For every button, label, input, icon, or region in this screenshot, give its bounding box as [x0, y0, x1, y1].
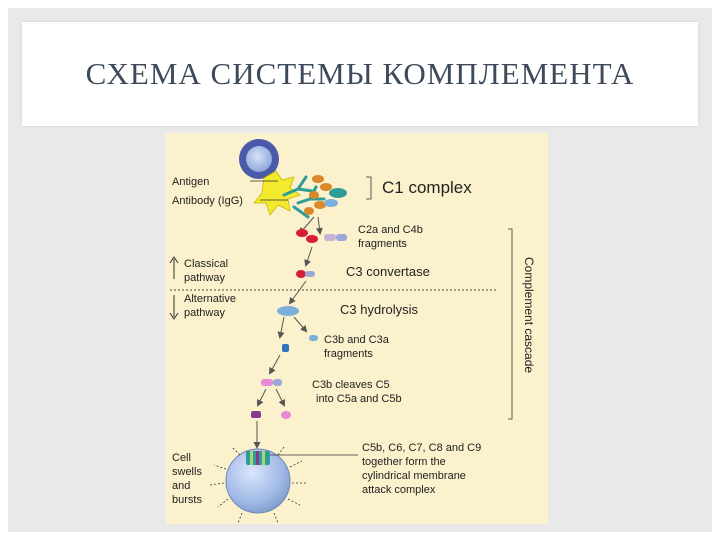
c1-complex-label: C1 complex — [382, 178, 472, 197]
alternative-pathway-arrow — [169, 295, 179, 320]
mac-label-line3: cylindrical membrane — [362, 470, 466, 482]
arrow-to-c3-hydrolysis — [288, 280, 307, 305]
cell-label-line1: Cell — [172, 452, 191, 464]
complement-cascade-label: Complement cascade — [522, 257, 536, 373]
arrow-to-c3a — [293, 316, 308, 333]
classical-pathway-arrow — [169, 256, 179, 279]
cell-label-line3: and — [172, 480, 190, 492]
antibody-label: Antibody (IgG) — [172, 195, 243, 207]
alternative-pathway-line1: Alternative — [184, 293, 236, 305]
title-box: СХЕМА СИСТЕМЫ КОМПЛЕМЕНТА — [22, 22, 698, 126]
membrane-attack-complex-icon — [246, 451, 270, 465]
mac-label-line2: together form the — [362, 456, 446, 468]
classical-pathway-line2: pathway — [184, 272, 225, 284]
c2a-c4b-label-line1: C2a and C4b — [358, 224, 423, 236]
arrow-to-c3-convertase — [304, 246, 313, 267]
c3b-c3a-label-line2: fragments — [324, 348, 373, 360]
c5-cleavage-icon — [261, 379, 282, 386]
c3b-c3a-fragments-icon — [282, 335, 318, 352]
arrow-to-c5b — [257, 388, 267, 407]
classical-pathway-line1: Classical — [184, 258, 228, 270]
antigen-cell — [239, 139, 279, 179]
c5a-c5b-fragments-icon — [251, 411, 291, 419]
arrow-to-c5-cleavage — [269, 354, 281, 375]
c3-convertase-label: C3 convertase — [346, 264, 430, 279]
c3-convertase-icon — [296, 270, 315, 278]
alternative-pathway-line2: pathway — [184, 307, 225, 319]
c1-complex-icon — [304, 175, 347, 215]
arrow-to-c5a — [275, 388, 285, 407]
cell-label-line2: swells — [172, 466, 202, 478]
slide-title: СХЕМА СИСТЕМЫ КОМПЛЕМЕНТА — [85, 56, 635, 91]
c3b-cleaves-label-line2: into C5a and C5b — [316, 393, 402, 405]
c3b-cleaves-label-line1: C3b cleaves C5 — [312, 379, 390, 391]
c2a-c4b-fragments-icon — [296, 229, 347, 243]
c3-hydrolysis-label: C3 hydrolysis — [340, 302, 419, 317]
arrow-to-c3b — [277, 316, 285, 339]
complement-diagram: Antigen Antibody (IgG) C1 complex C2a an… — [166, 133, 548, 524]
mac-label-line1: C5b, C6, C7, C8 and C9 — [362, 442, 481, 454]
antigen-burst-icon — [253, 170, 301, 216]
c3-molecule-icon — [277, 306, 299, 316]
target-cell-icon — [209, 446, 306, 524]
c1-bracket — [366, 176, 372, 200]
c3b-c3a-label-line1: C3b and C3a — [324, 334, 390, 346]
arrow-c1-to-c2a — [315, 216, 323, 235]
cell-label-line4: bursts — [172, 494, 202, 506]
antigen-label: Antigen — [172, 176, 209, 188]
cascade-bracket — [508, 228, 513, 420]
mac-label-line4: attack complex — [362, 484, 436, 496]
c2a-c4b-label-line2: fragments — [358, 238, 407, 250]
